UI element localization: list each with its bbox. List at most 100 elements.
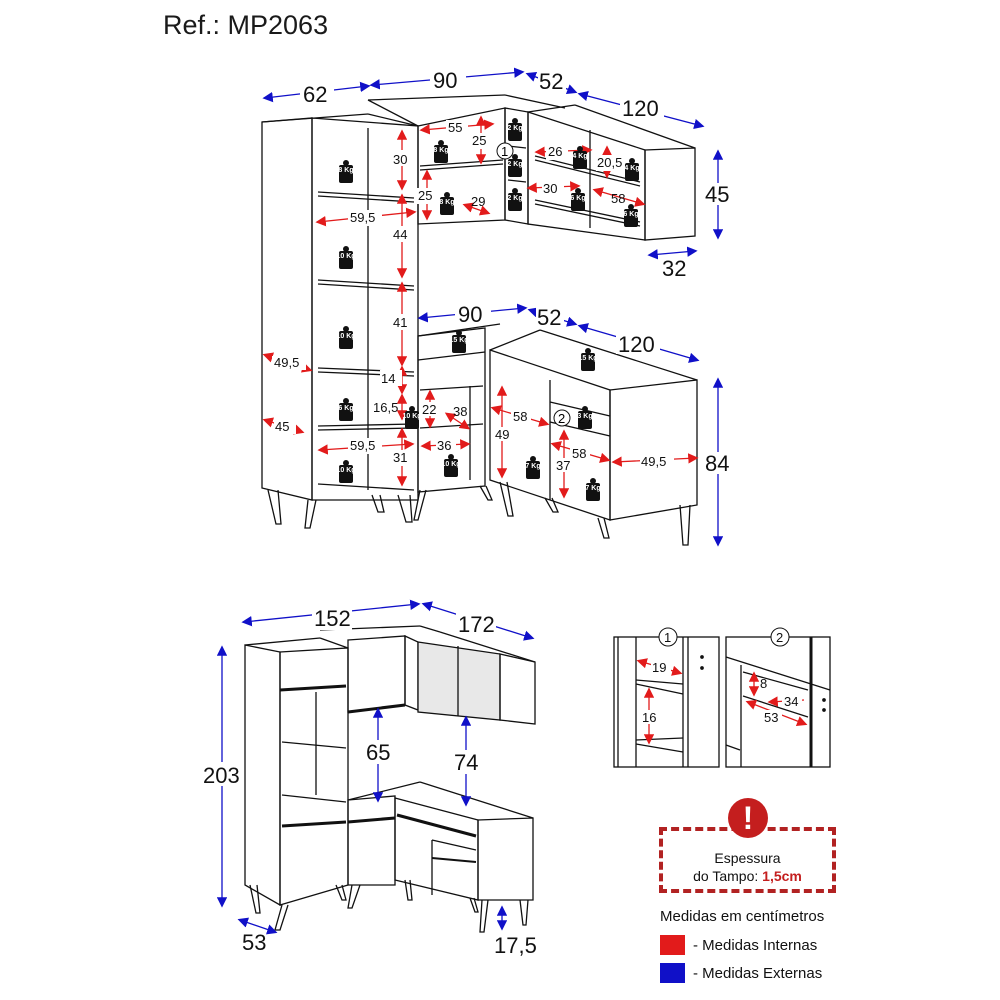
weight-icon: 8 Kg bbox=[439, 192, 455, 215]
weight-icon: 6 Kg bbox=[570, 188, 586, 211]
svg-text:58: 58 bbox=[572, 446, 586, 461]
weight-icon: 8 Kg bbox=[433, 140, 449, 163]
svg-text:49: 49 bbox=[495, 427, 509, 442]
weight-icon: 7 Kg bbox=[585, 478, 601, 501]
svg-text:3 Kg: 3 Kg bbox=[577, 413, 592, 420]
reference-title: Ref.: MP2063 bbox=[163, 10, 329, 40]
svg-text:34: 34 bbox=[784, 694, 798, 709]
svg-text:44: 44 bbox=[393, 227, 407, 242]
svg-text:36: 36 bbox=[437, 438, 451, 453]
svg-text:22: 22 bbox=[422, 402, 436, 417]
dim-172: 172 bbox=[458, 612, 495, 637]
legend-internal: - Medidas Internas bbox=[660, 935, 817, 955]
svg-text:6 Kg: 6 Kg bbox=[338, 405, 353, 412]
legend-external: - Medidas Externas bbox=[660, 963, 822, 983]
weight-icon: 3 Kg bbox=[577, 406, 593, 429]
weight-icon: 2 Kg bbox=[507, 154, 523, 177]
svg-text:10 Kg: 10 Kg bbox=[402, 413, 421, 420]
svg-text:37: 37 bbox=[556, 458, 570, 473]
svg-text:38: 38 bbox=[453, 404, 467, 419]
svg-text:58: 58 bbox=[611, 191, 625, 206]
warning-icon: ! bbox=[728, 798, 768, 838]
assembled-view bbox=[244, 625, 536, 933]
svg-text:30: 30 bbox=[393, 152, 407, 167]
svg-text:2 Kg: 2 Kg bbox=[507, 161, 522, 168]
svg-text:41: 41 bbox=[393, 315, 407, 330]
detail-callout-1: 1 bbox=[496, 142, 514, 160]
svg-text:30: 30 bbox=[543, 181, 557, 196]
weight-icon: 10 Kg bbox=[336, 460, 356, 483]
units-label: Medidas em centímetros bbox=[660, 908, 825, 925]
svg-text:10 Kg: 10 Kg bbox=[336, 253, 355, 260]
svg-text:49,5: 49,5 bbox=[641, 454, 666, 469]
weight-icon: 10 Kg bbox=[336, 246, 356, 269]
dim-32-depth: 32 bbox=[662, 256, 686, 281]
weight-icon: 15 Kg bbox=[449, 330, 469, 353]
weight-icon: 6 Kg bbox=[623, 204, 639, 227]
svg-text:20,5: 20,5 bbox=[597, 155, 622, 170]
dim-84-base-height: 84 bbox=[705, 451, 729, 476]
svg-text:15 Kg: 15 Kg bbox=[449, 337, 468, 344]
tabletop-thickness-value: 1,5cm bbox=[762, 868, 802, 884]
svg-text:7 Kg: 7 Kg bbox=[525, 463, 540, 470]
svg-text:58: 58 bbox=[513, 409, 527, 424]
svg-text:8 Kg: 8 Kg bbox=[439, 199, 454, 206]
internal-labels-top: 30 59,5 44 41 14 16,5 59,5 31 49,5 45 55… bbox=[272, 120, 674, 473]
dim-62: 62 bbox=[303, 82, 327, 107]
base-middle-cabinet bbox=[413, 323, 501, 521]
weight-icon: 4 Kg bbox=[624, 158, 640, 181]
svg-text:25: 25 bbox=[472, 133, 486, 148]
svg-text:10 Kg: 10 Kg bbox=[336, 467, 355, 474]
dim-45-upper-height: 45 bbox=[705, 182, 729, 207]
svg-text:2 Kg: 2 Kg bbox=[507, 125, 522, 132]
detail-1-labels: 19 16 1 bbox=[640, 627, 678, 725]
svg-text:59,5: 59,5 bbox=[350, 438, 375, 453]
dim-203: 203 bbox=[203, 763, 240, 788]
weight-icon: 2 Kg bbox=[507, 118, 523, 141]
svg-text:25: 25 bbox=[418, 188, 432, 203]
svg-text:29: 29 bbox=[471, 194, 485, 209]
weight-icon: 2 Kg bbox=[507, 188, 523, 211]
svg-text:6 Kg: 6 Kg bbox=[623, 211, 638, 218]
svg-text:49,5: 49,5 bbox=[274, 355, 299, 370]
svg-text:45: 45 bbox=[275, 419, 289, 434]
external-labels-front: 152 172 203 65 74 53 17,5 bbox=[202, 606, 537, 958]
svg-text:10 Kg: 10 Kg bbox=[441, 461, 460, 468]
dim-152: 152 bbox=[314, 606, 351, 631]
svg-text:1: 1 bbox=[501, 144, 508, 159]
weight-icon: 6 Kg bbox=[338, 398, 354, 421]
dim-120-base: 120 bbox=[618, 332, 655, 357]
external-labels-top: 62 90 52 120 45 32 90 52 120 84 bbox=[300, 68, 735, 476]
svg-text:8 Kg: 8 Kg bbox=[338, 167, 353, 174]
weight-icon: 4 Kg bbox=[572, 146, 588, 169]
svg-text:2 Kg: 2 Kg bbox=[507, 195, 522, 202]
dim-52-base: 52 bbox=[537, 305, 561, 330]
svg-text:15 Kg: 15 Kg bbox=[578, 355, 597, 362]
upper-side-cabinet bbox=[527, 104, 696, 241]
weight-icon: 8 Kg bbox=[338, 160, 354, 183]
weight-icon: 7 Kg bbox=[525, 456, 541, 479]
svg-text:59,5: 59,5 bbox=[350, 210, 375, 225]
svg-text:14: 14 bbox=[381, 371, 395, 386]
svg-text:4 Kg: 4 Kg bbox=[572, 153, 587, 160]
weight-icon: 10 Kg bbox=[336, 326, 356, 349]
svg-text:4 Kg: 4 Kg bbox=[624, 165, 639, 172]
dim-17-5: 17,5 bbox=[494, 933, 537, 958]
dim-90-base: 90 bbox=[458, 302, 482, 327]
dim-53: 53 bbox=[242, 930, 266, 955]
svg-text:1: 1 bbox=[664, 630, 671, 645]
weight-icons: 8 Kg 10 Kg 10 Kg 6 Kg 10 Kg 8 Kg 8 Kg 2 … bbox=[336, 118, 640, 501]
dim-52-upper: 52 bbox=[539, 69, 563, 94]
weight-icon: 10 Kg bbox=[402, 406, 422, 429]
svg-text:53: 53 bbox=[764, 710, 778, 725]
dim-65: 65 bbox=[366, 740, 390, 765]
svg-text:31: 31 bbox=[393, 450, 407, 465]
svg-text:26: 26 bbox=[548, 144, 562, 159]
svg-text:55: 55 bbox=[448, 120, 462, 135]
dim-120-upper: 120 bbox=[622, 96, 659, 121]
detail-callout-2: 2 bbox=[553, 409, 571, 427]
svg-text:16: 16 bbox=[642, 710, 656, 725]
red-swatch-icon bbox=[660, 935, 685, 955]
svg-text:2: 2 bbox=[558, 411, 565, 426]
